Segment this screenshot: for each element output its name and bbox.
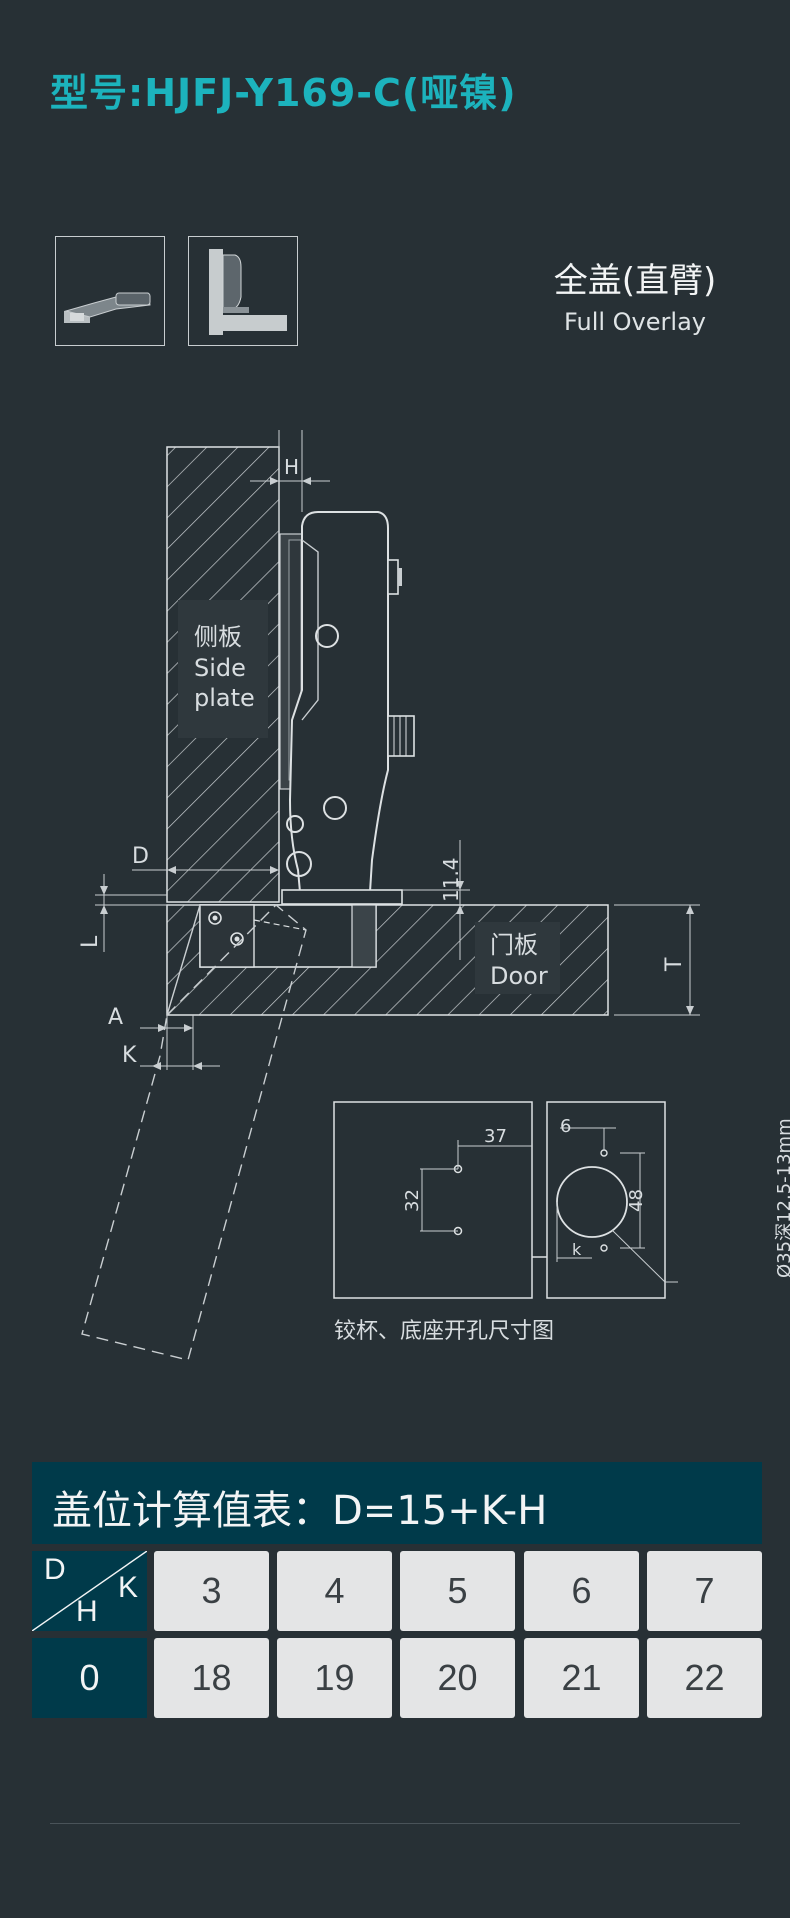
side-plate-label-box <box>178 600 268 738</box>
hinge-thumbnail-front <box>188 236 298 346</box>
side-plate-label-cn: 侧板 <box>194 623 242 651</box>
hinge-arm <box>288 511 389 893</box>
corner-D: D <box>44 1553 66 1586</box>
calc-table-title: 盖位计算值表：D=15+K-H <box>52 1488 548 1534</box>
table-corner-cell: D K H <box>32 1551 147 1631</box>
dim-D: D <box>132 844 149 869</box>
hinge-thumbnail-side <box>55 236 165 346</box>
door-label-cn: 门板 <box>490 931 538 959</box>
hinge-installation-diagram: 侧板 Side plate 门板 Door H D L <box>78 430 790 1361</box>
calc-table-header: 盖位计算值表：D=15+K-H <box>32 1462 762 1544</box>
dim-32: 32 <box>402 1189 423 1212</box>
overlay-type-cn: 全盖(直臂) <box>553 261 717 301</box>
dim-37: 37 <box>484 1126 507 1147</box>
k-value-cell: 3 <box>154 1551 269 1631</box>
base-plate-drilling-box <box>333 1101 533 1299</box>
side-plate-label-en2: plate <box>194 684 255 712</box>
dim-k: k <box>572 1240 582 1259</box>
cup-spec: Ø35深12.5-13mm <box>774 1118 790 1278</box>
page-title: 型号:HJFJ-Y169-C(哑镍) <box>50 71 517 115</box>
d-value-cell: 19 <box>277 1638 392 1718</box>
cup-hole <box>556 1166 628 1238</box>
k-value-cell: 4 <box>277 1551 392 1631</box>
h-value-cell: 0 <box>32 1638 147 1718</box>
d-value-cell: 18 <box>154 1638 269 1718</box>
corner-H: H <box>76 1595 98 1628</box>
cup-drilling-box <box>546 1101 666 1299</box>
dim-11-4: 11.4 <box>439 857 463 902</box>
d-value-cell: 22 <box>647 1638 762 1718</box>
corner-K: K <box>118 1571 139 1604</box>
door-label-box <box>475 922 560 994</box>
dim-48: 48 <box>626 1189 647 1212</box>
drilling-caption: 铰杯、底座开孔尺寸图 <box>334 1319 554 1344</box>
footer-divider <box>50 1823 740 1824</box>
dim-H: H <box>284 455 299 479</box>
k-value-cell: 7 <box>647 1551 762 1631</box>
dim-T: T <box>662 957 687 972</box>
dim-L: L <box>78 935 103 948</box>
d-value-cell: 20 <box>400 1638 515 1718</box>
dim-A: A <box>108 1005 123 1030</box>
dim-K: K <box>122 1043 137 1068</box>
side-plate-label-en1: Side <box>194 654 246 682</box>
door-label-en: Door <box>490 962 548 990</box>
overlay-type-en: Full Overlay <box>564 308 706 336</box>
k-value-cell: 5 <box>400 1551 515 1631</box>
d-value-cell: 21 <box>524 1638 639 1718</box>
open-door-outline <box>81 904 307 1361</box>
dim-6: 6 <box>560 1116 571 1137</box>
k-value-cell: 6 <box>524 1551 639 1631</box>
